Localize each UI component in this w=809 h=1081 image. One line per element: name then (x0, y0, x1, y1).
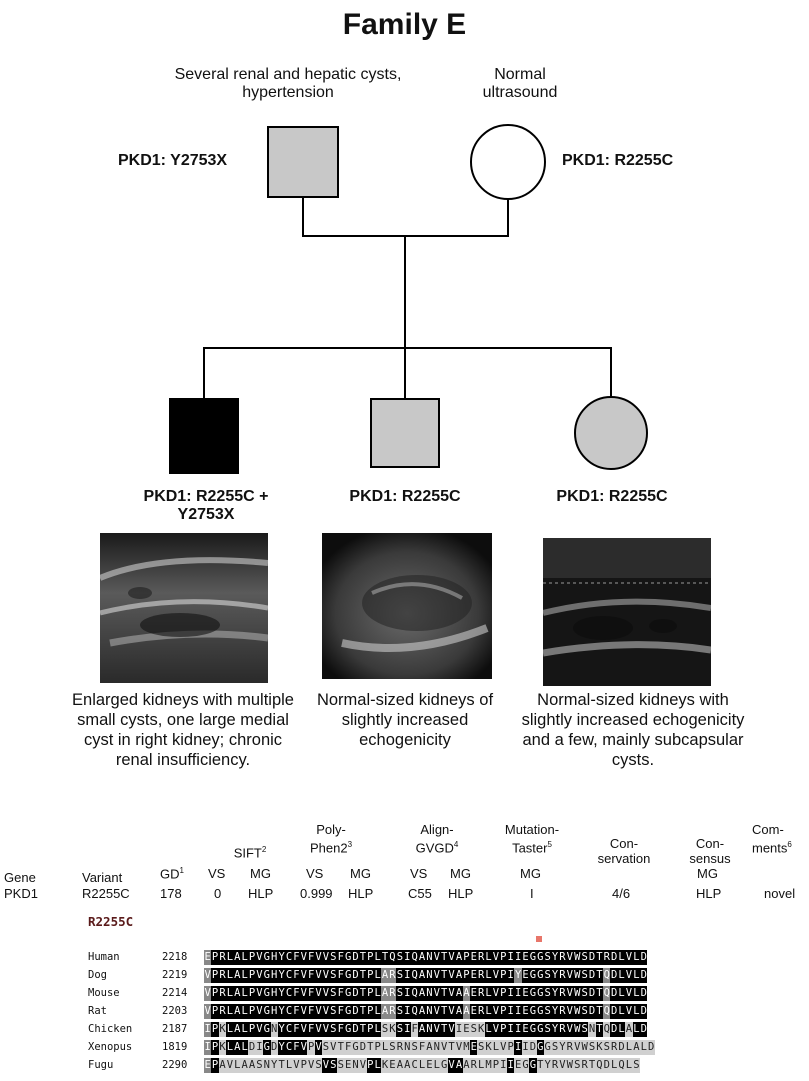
cell-ag-vs: C55 (408, 886, 432, 901)
mother-genotype: PKD1: R2255C (562, 152, 673, 170)
alignment-sequence: VPRLALPVGHYCFVFVVSFGDTPLARSIQANVTVAAERLV… (204, 1004, 647, 1019)
ultrasound-image-child-2 (322, 533, 492, 679)
header-comments: Com-ments6 (752, 822, 809, 855)
col-pp-vs: VS (306, 866, 323, 881)
cell-variant: R2255C (82, 886, 130, 901)
header-sift: SIFT2 (220, 842, 280, 860)
cell-comments: novel (764, 886, 795, 901)
alignment-species: Xenopus (88, 1040, 132, 1055)
alignment-species: Human (88, 950, 120, 965)
mother-symbol (471, 125, 545, 199)
child-3-description: Normal-sized kidneys with slightly incre… (512, 690, 754, 770)
sequence-alignment: Human 2218 EPRLALPVGHYCFVFVVSFGDTPLTQSIQAN… (88, 950, 808, 1080)
ultrasound-image-child-1 (100, 533, 268, 683)
cell-pp-vs: 0.999 (300, 886, 333, 901)
cell-conservation: 4/6 (612, 886, 630, 901)
col-ag-vs: VS (410, 866, 427, 881)
child-1-description: Enlarged kidneys with multiple small cys… (72, 690, 294, 770)
alignment-position: 2203 (162, 1004, 187, 1019)
alignment-label: R2255C (88, 914, 133, 929)
col-variant: Variant (82, 870, 122, 885)
alignment-species: Fugu (88, 1058, 113, 1073)
alignment-sequence: IPKLALDIGDYCFVPVSVTFGDTPLSRNSFANVTVMESKL… (204, 1040, 655, 1055)
child-3-symbol (575, 397, 647, 469)
alignment-position: 2290 (162, 1058, 187, 1073)
header-mutation-taster: Mutation-Taster5 (492, 822, 572, 855)
alignment-species: Mouse (88, 986, 120, 1001)
header-conservation: Con-servation (584, 836, 664, 866)
alignment-position: 2219 (162, 968, 187, 983)
pedigree-chart (0, 0, 809, 520)
alignment-position: 1819 (162, 1040, 187, 1055)
child-2-description: Normal-sized kidneys of slightly increas… (300, 690, 510, 750)
alignment-species: Dog (88, 968, 107, 983)
cell-pp-mg: HLP (348, 886, 373, 901)
father-symbol (268, 127, 338, 197)
alignment-position: 2218 (162, 950, 187, 965)
child-2-symbol (371, 399, 439, 467)
cell-sift-mg: HLP (248, 886, 273, 901)
col-consensus-mg: MG (697, 866, 718, 881)
alignment-sequence: IPKLALPVGNYCFVFVVSFGDTPLSKSIFANVTVIESKLV… (204, 1022, 647, 1037)
cell-ag-mg: HLP (448, 886, 473, 901)
cell-gene: PKD1 (4, 886, 38, 901)
col-ag-mg: MG (450, 866, 471, 881)
header-polyphen: Poly-Phen23 (296, 822, 366, 855)
col-sift-mg: MG (250, 866, 271, 881)
alignment-sequence: VPRLALPVGHYCFVFVVSFGDTPLARSIQANVTVAPERLV… (204, 968, 647, 983)
col-gd: GD1 (160, 866, 184, 881)
header-align-gvgd: Align-GVGD4 (402, 822, 472, 855)
col-pp-mg: MG (350, 866, 371, 881)
alignment-position: 2187 (162, 1022, 187, 1037)
alignment-sequence: EPAVLAASNYTLVPVSVSSENVPLKEAACLELGVAARLMP… (204, 1058, 640, 1073)
col-mt-mg: MG (520, 866, 541, 881)
alignment-sequence: VPRLALPVGHYCFVFVVSFGDTPLARSIQANVTVAAERLV… (204, 986, 647, 1001)
col-gene: Gene (4, 870, 36, 885)
child-2-genotype: PKD1: R2255C (305, 488, 505, 506)
header-consensus: Con-sensus (680, 836, 740, 866)
cell-sift-vs: 0 (214, 886, 221, 901)
alignment-sequence: EPRLALPVGHYCFVFVVSFGDTPLTQSIQANVTVAPERLV… (204, 950, 647, 965)
child-1-symbol (170, 399, 238, 473)
variant-position-marker (536, 936, 542, 942)
alignment-species: Rat (88, 1004, 107, 1019)
child-1-genotype: PKD1: R2255C + Y2753X (88, 488, 324, 524)
father-genotype: PKD1: Y2753X (118, 152, 227, 170)
child-3-genotype: PKD1: R2255C (512, 488, 712, 506)
col-sift-vs: VS (208, 866, 225, 881)
cell-gd: 178 (160, 886, 182, 901)
cell-consensus: HLP (696, 886, 721, 901)
alignment-species: Chicken (88, 1022, 132, 1037)
alignment-position: 2214 (162, 986, 187, 1001)
cell-mt-mg: I (530, 886, 534, 901)
ultrasound-image-child-3 (543, 538, 711, 686)
